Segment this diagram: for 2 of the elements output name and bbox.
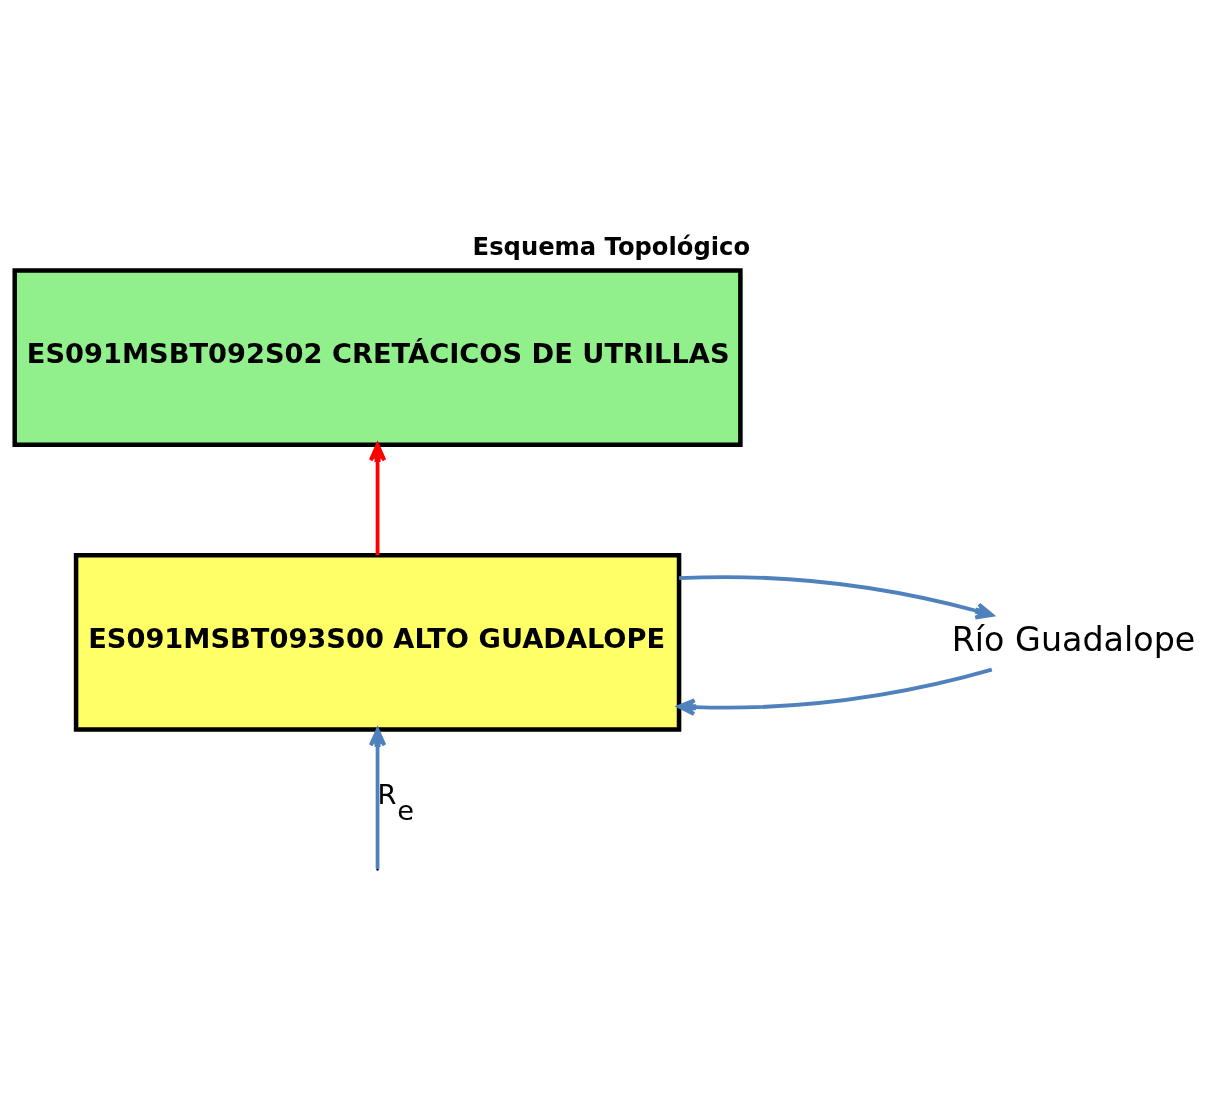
diagram-title: Esquema Topológico <box>472 232 751 261</box>
node-text: Río Guadalope <box>951 619 1196 659</box>
